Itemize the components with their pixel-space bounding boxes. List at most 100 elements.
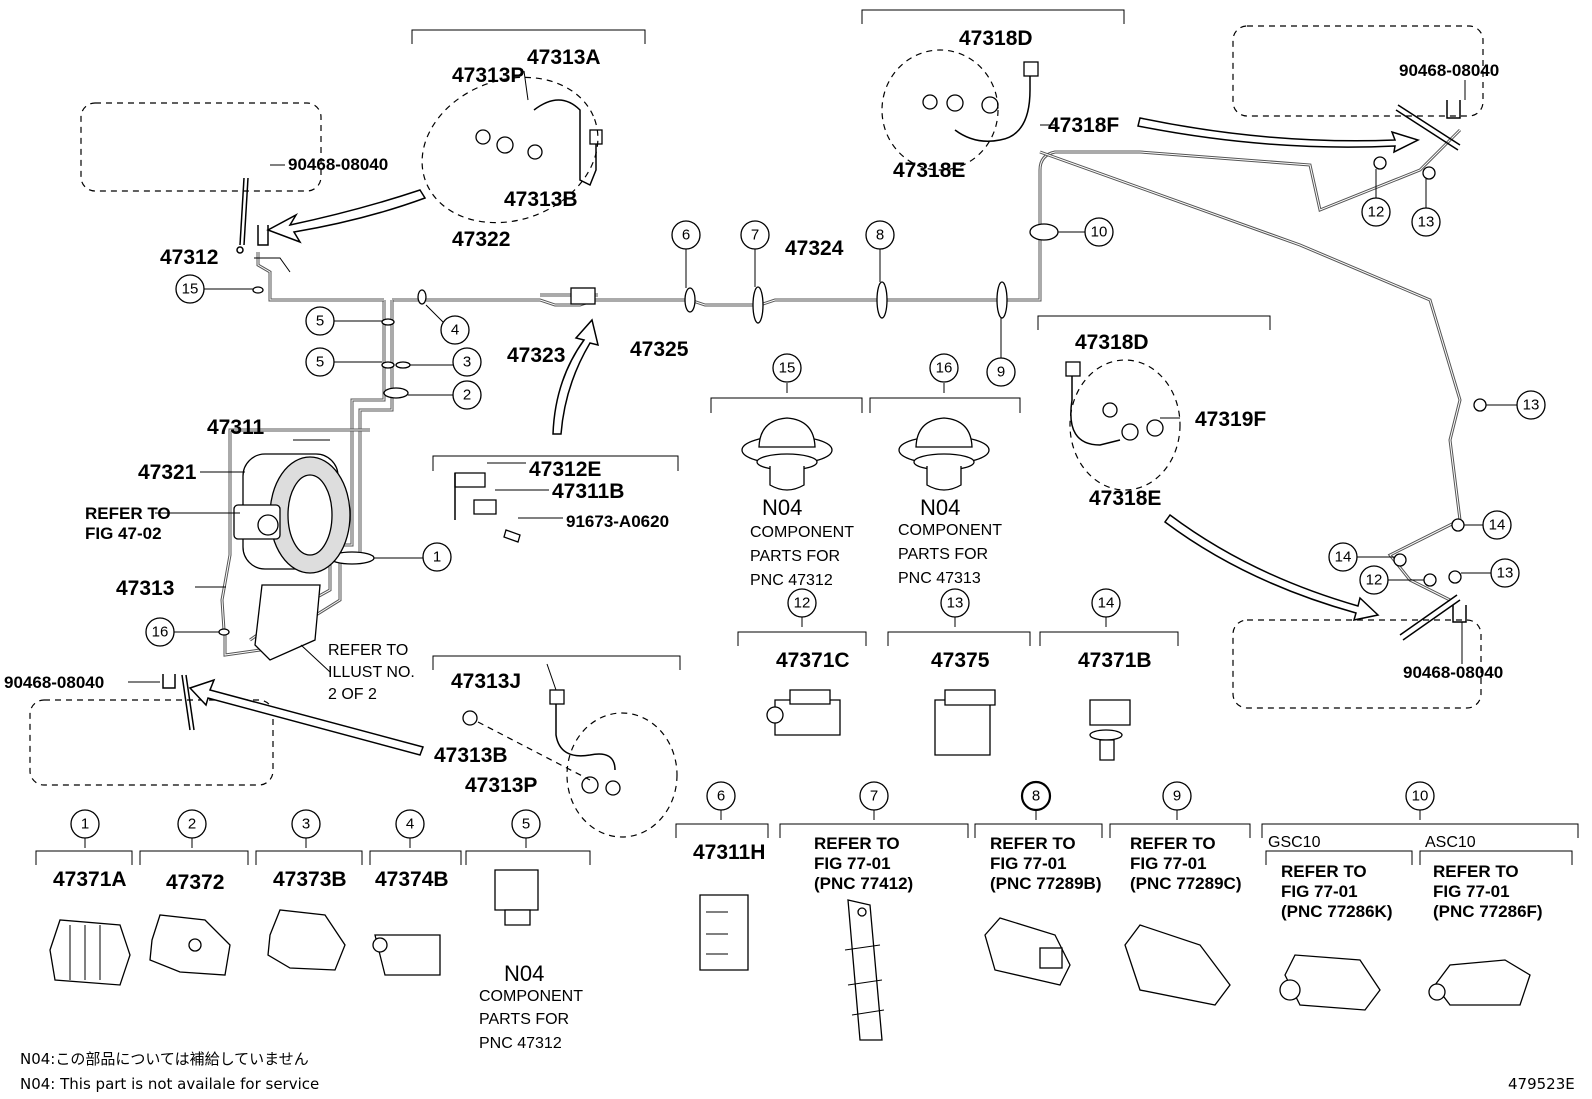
key-10: 10 xyxy=(1412,788,1429,805)
label-comp-16-l1: COMPONENT xyxy=(898,522,1002,539)
key-5: 5 xyxy=(522,816,530,833)
ref-box-bottom-left xyxy=(29,699,274,786)
key-16: 16 xyxy=(936,360,953,377)
label-ref8-l2: FIG 77-01 xyxy=(990,854,1067,873)
label-ref7-l1: REFER TO xyxy=(814,834,900,853)
label-47318E-top: 47318E xyxy=(893,159,965,182)
clip-47372 xyxy=(149,914,231,976)
callout-15: 15 xyxy=(182,281,199,298)
label-47323: 47323 xyxy=(507,344,565,367)
ref-box-top-left xyxy=(80,102,322,192)
label-47325: 47325 xyxy=(630,338,689,361)
clip-77289B xyxy=(984,917,1071,986)
callout-3: 3 xyxy=(463,354,471,371)
label-47313P-top: 47313P xyxy=(452,64,524,87)
label-ref10b-l2: FIG 77-01 xyxy=(1433,882,1510,901)
label-ref10a-l2: FIG 77-01 xyxy=(1281,882,1358,901)
key-15: 15 xyxy=(779,360,796,377)
callout-9: 9 xyxy=(997,364,1005,381)
callout-12a: 12 xyxy=(1368,204,1385,221)
label-comp-5-l2: PARTS FOR xyxy=(479,1011,569,1028)
callout-4: 4 xyxy=(451,322,459,339)
key-7: 7 xyxy=(870,788,878,805)
label-refer-fig-4702-l2: FIG 47-02 xyxy=(85,524,162,543)
label-ref9-l1: REFER TO xyxy=(1130,834,1216,853)
label-refer-illust-l3: 2 OF 2 xyxy=(328,686,377,703)
label-n04-5: N04 xyxy=(504,961,544,986)
key-9: 9 xyxy=(1173,788,1181,805)
label-ref7-l3: (PNC 77412) xyxy=(814,874,913,893)
key-6: 6 xyxy=(717,788,725,805)
label-90468-left-bot: 90468-08040 xyxy=(4,673,104,692)
footer-note-en: N04: This part is not availale for servi… xyxy=(20,1075,319,1093)
arrows xyxy=(188,117,1421,756)
callout-16: 16 xyxy=(152,624,169,641)
label-47312E: 47312E xyxy=(529,458,601,481)
leader-lines xyxy=(128,70,1466,691)
label-47313P-bot: 47313P xyxy=(465,774,537,797)
label-ref10b-l1: REFER TO xyxy=(1433,862,1519,881)
label-47312: 47312 xyxy=(160,246,218,269)
label-ref9-l2: FIG 77-01 xyxy=(1130,854,1207,873)
label-47373B: 47373B xyxy=(273,868,347,891)
part-labels: 47313A 47313P 47313B 90468-08040 47312 4… xyxy=(4,27,1543,1052)
label-90468-right-top: 90468-08040 xyxy=(1399,61,1499,80)
callout-10: 10 xyxy=(1091,224,1108,241)
label-47318D-top: 47318D xyxy=(959,27,1033,50)
callout-8: 8 xyxy=(876,227,884,244)
label-47319F: 47319F xyxy=(1195,408,1266,431)
callout-6: 6 xyxy=(682,227,690,244)
key-8: 8 xyxy=(1032,788,1040,805)
key-4: 4 xyxy=(406,816,414,833)
label-47318E-mid: 47318E xyxy=(1089,487,1161,510)
callout-14b: 14 xyxy=(1335,549,1352,566)
callout-1: 1 xyxy=(433,549,441,566)
label-n04-15: N04 xyxy=(762,495,802,520)
key-2: 2 xyxy=(188,816,196,833)
callout-13c: 13 xyxy=(1497,565,1514,582)
clip-47374B xyxy=(372,934,441,976)
clip-77286F xyxy=(1428,959,1531,1006)
label-47318F: 47318F xyxy=(1048,114,1119,137)
clip-77289C xyxy=(1124,924,1231,1006)
callout-14a: 14 xyxy=(1489,517,1506,534)
label-refer-fig-4702-l1: REFER TO xyxy=(85,504,171,523)
callout-2: 2 xyxy=(463,387,471,404)
brake-booster xyxy=(233,453,351,661)
callout-13b: 13 xyxy=(1523,397,1540,414)
bracket-parts xyxy=(162,100,1467,731)
label-47371A: 47371A xyxy=(53,868,127,891)
label-47313B-bot: 47313B xyxy=(434,744,508,767)
key-14: 14 xyxy=(1098,595,1115,612)
grommet-15 xyxy=(741,417,833,491)
label-47313: 47313 xyxy=(116,577,174,600)
label-90468-left-top: 90468-08040 xyxy=(288,155,388,174)
label-47374B: 47374B xyxy=(375,868,449,891)
label-47324: 47324 xyxy=(785,237,844,260)
clip-47371C xyxy=(766,689,841,736)
label-ref10a-l3: (PNC 77286K) xyxy=(1281,902,1393,921)
group-brackets xyxy=(35,9,1579,865)
label-47311H: 47311H xyxy=(693,841,765,864)
label-refer-illust-l1: REFER TO xyxy=(328,642,408,659)
label-ref9-l3: (PNC 77289C) xyxy=(1130,874,1242,893)
callout-7: 7 xyxy=(751,227,759,244)
clip-77412 xyxy=(844,899,885,1041)
label-47318D-mid: 47318D xyxy=(1075,331,1149,354)
ref-box-top-right xyxy=(1232,25,1484,117)
label-comp-5-l1: COMPONENT xyxy=(479,988,583,1005)
label-comp-15-l1: COMPONENT xyxy=(750,524,854,541)
callout-5b: 5 xyxy=(316,354,324,371)
label-47371C: 47371C xyxy=(776,649,850,672)
hose-rear-right xyxy=(1065,359,1181,491)
clip-47375 xyxy=(934,689,996,756)
label-comp-15-l2: PARTS FOR xyxy=(750,548,840,565)
label-ref10b-l3: (PNC 77286F) xyxy=(1433,902,1543,921)
label-47375: 47375 xyxy=(931,649,990,672)
callout-5a: 5 xyxy=(316,313,324,330)
label-ref8-l1: REFER TO xyxy=(990,834,1076,853)
label-refer-illust-l2: ILLUST NO. xyxy=(328,664,415,681)
label-47322: 47322 xyxy=(452,228,510,251)
callout-leaders xyxy=(174,169,1517,633)
hose-front-left xyxy=(421,76,603,224)
